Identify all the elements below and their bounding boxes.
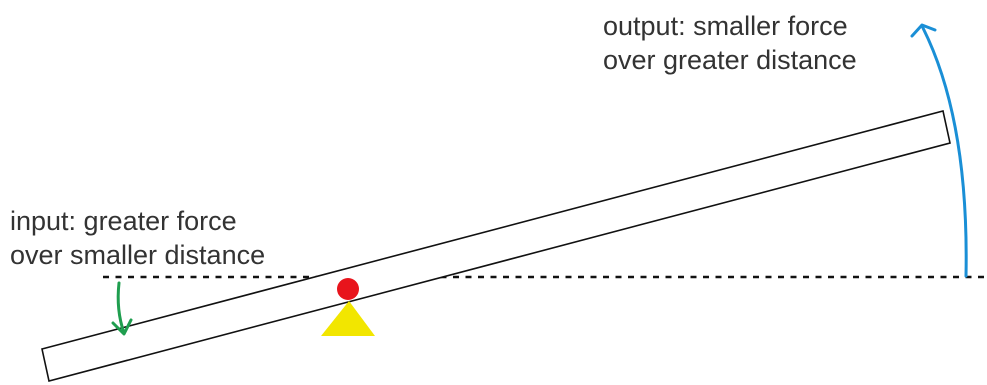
input-label-line2: over smaller distance [10,240,266,270]
output-arrowhead-icon [910,23,937,38]
pivot-point-icon [337,278,359,300]
input-label-line1: input: greater force [10,206,237,236]
output-arc [921,26,968,278]
input-label: input: greater force over smaller distan… [10,204,265,272]
input-arc [116,281,126,335]
input-arrowhead-icon [111,318,133,336]
lever-bar [41,110,951,382]
fulcrum-triangle-icon [321,301,375,336]
output-label-line1: output: smaller force [603,11,848,41]
output-label: output: smaller force over greater dista… [603,9,857,77]
output-label-line2: over greater distance [603,45,857,75]
